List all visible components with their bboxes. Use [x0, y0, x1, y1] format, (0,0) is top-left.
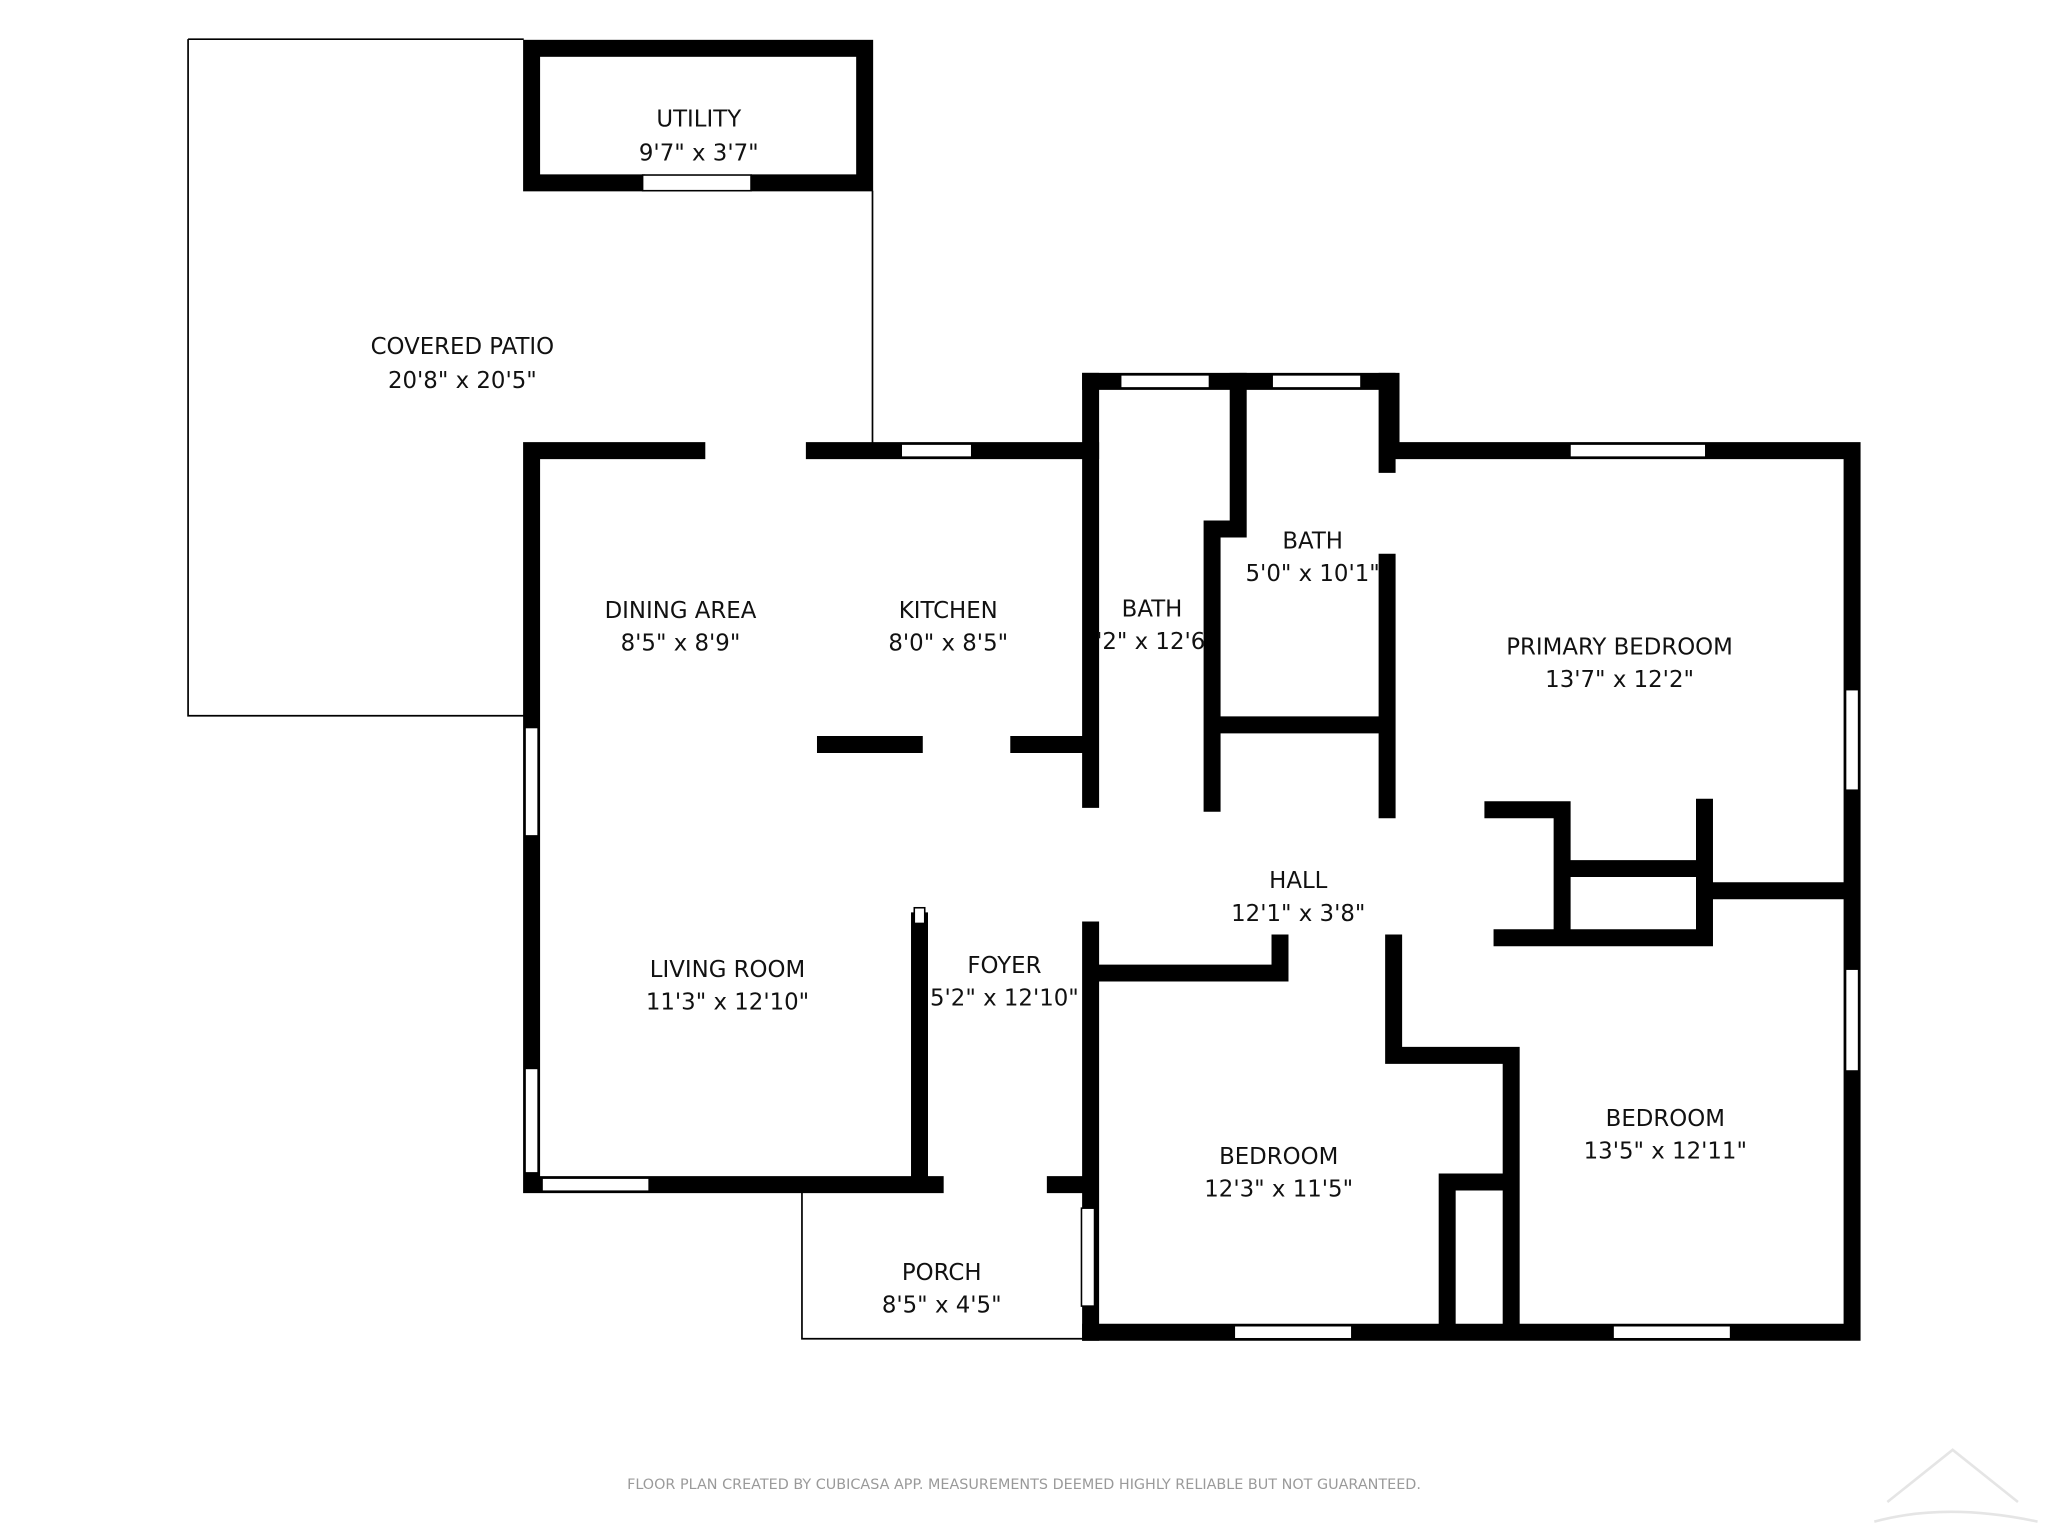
- room-size: 9'7" x 3'7": [639, 141, 759, 167]
- room-name: BEDROOM: [1606, 1106, 1725, 1132]
- room-size: 20'8" x 20'5": [388, 368, 537, 394]
- room-size: 5'2" x 12'10": [930, 986, 1079, 1012]
- thin-outlines: [187, 38, 1085, 1340]
- room-size: 8'5" x 8'9": [621, 630, 741, 656]
- watermark-logo: [1873, 1448, 2038, 1523]
- room-size: '2" x 12'6: [1096, 629, 1205, 655]
- room-size: 13'7" x 12'2": [1545, 667, 1694, 693]
- room-name: PRIMARY BEDROOM: [1506, 634, 1733, 660]
- room-name: KITCHEN: [899, 598, 998, 624]
- room-name: PORCH: [902, 1260, 982, 1286]
- room-name: FOYER: [967, 953, 1041, 979]
- room-size: 13'5" x 12'11": [1584, 1139, 1747, 1165]
- room-name: LIVING ROOM: [650, 957, 805, 983]
- room-name: UTILITY: [656, 107, 741, 133]
- room-size: 5'0" x 10'1": [1246, 561, 1380, 587]
- room-size: 11'3" x 12'10": [646, 990, 809, 1016]
- room-size: 8'5" x 4'5": [882, 1293, 1002, 1319]
- room-name: HALL: [1269, 868, 1328, 894]
- openings: [524, 173, 1860, 1340]
- room-size: 8'0" x 8'5": [888, 630, 1008, 656]
- room-name: BEDROOM: [1219, 1144, 1338, 1170]
- room-size: 12'3" x 11'5": [1204, 1176, 1353, 1202]
- footer-disclaimer: FLOOR PLAN CREATED BY CUBICASA APP. MEAS…: [627, 1477, 1421, 1493]
- room-name: BATH: [1282, 529, 1343, 555]
- room-name: DINING AREA: [605, 598, 757, 624]
- room-labels: UTILITY 9'7" x 3'7" COVERED PATIO 20'8" …: [371, 107, 1747, 1319]
- room-name: BATH: [1122, 596, 1183, 622]
- room-name: COVERED PATIO: [371, 334, 555, 360]
- room-size: 12'1" x 3'8": [1231, 901, 1365, 927]
